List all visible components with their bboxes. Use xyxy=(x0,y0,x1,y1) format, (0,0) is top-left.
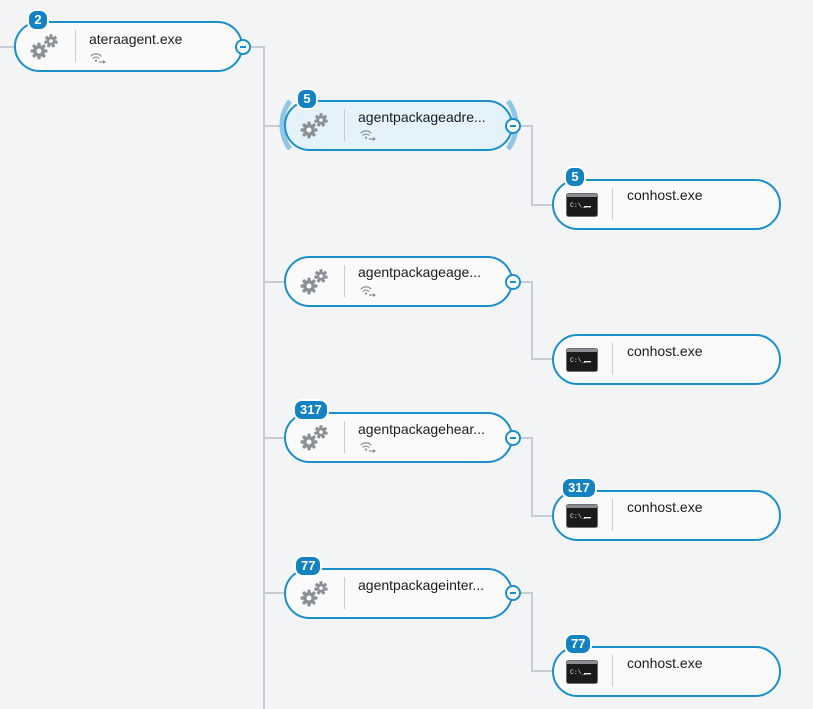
process-name: conhost.exe xyxy=(627,655,703,671)
svg-text:C:\_: C:\_ xyxy=(570,669,586,676)
count-badge: 77 xyxy=(564,633,593,655)
svg-text:C:\_: C:\_ xyxy=(570,202,586,209)
network-activity-icon xyxy=(360,284,380,302)
count-badge: 77 xyxy=(294,555,323,577)
gears-icon xyxy=(300,580,330,613)
network-activity-icon xyxy=(360,128,380,146)
count-badge: 5 xyxy=(296,88,318,110)
count-badge: 317 xyxy=(561,477,597,499)
count-badge: 2 xyxy=(27,9,49,31)
process-name: conhost.exe xyxy=(627,187,703,203)
gears-icon xyxy=(300,268,330,301)
process-name: agentpackageinter... xyxy=(358,577,485,593)
process-name: agentpackagehear... xyxy=(358,421,485,437)
node-divider xyxy=(612,499,613,531)
node-divider xyxy=(612,343,613,375)
selection-arc-left xyxy=(279,99,293,151)
terminal-icon: C:\_ xyxy=(566,193,598,222)
network-activity-icon xyxy=(90,51,110,69)
gears-icon xyxy=(300,424,330,457)
count-badge: 5 xyxy=(564,166,586,188)
process-name: conhost.exe xyxy=(627,499,703,515)
node-divider xyxy=(344,109,345,141)
node-divider xyxy=(612,188,613,220)
gears-icon xyxy=(300,112,330,145)
process-name: agentpackageage... xyxy=(358,264,481,280)
node-divider xyxy=(612,655,613,687)
node-divider xyxy=(75,30,76,62)
node-divider xyxy=(344,421,345,453)
svg-text:C:\_: C:\_ xyxy=(570,357,586,364)
terminal-icon: C:\_ xyxy=(566,348,598,377)
collapse-toggle[interactable] xyxy=(505,430,521,446)
terminal-icon: C:\_ xyxy=(566,660,598,689)
node-divider xyxy=(344,577,345,609)
process-name: ateraagent.exe xyxy=(89,31,183,47)
svg-text:C:\_: C:\_ xyxy=(570,513,586,520)
gears-icon xyxy=(30,33,60,66)
process-name: agentpackageadre... xyxy=(358,109,486,125)
node-divider xyxy=(344,265,345,297)
terminal-icon: C:\_ xyxy=(566,504,598,533)
count-badge: 317 xyxy=(293,399,329,421)
collapse-toggle[interactable] xyxy=(505,118,521,134)
network-activity-icon xyxy=(360,440,380,458)
collapse-toggle[interactable] xyxy=(505,274,521,290)
collapse-toggle[interactable] xyxy=(235,39,251,55)
process-name: conhost.exe xyxy=(627,343,703,359)
collapse-toggle[interactable] xyxy=(505,585,521,601)
